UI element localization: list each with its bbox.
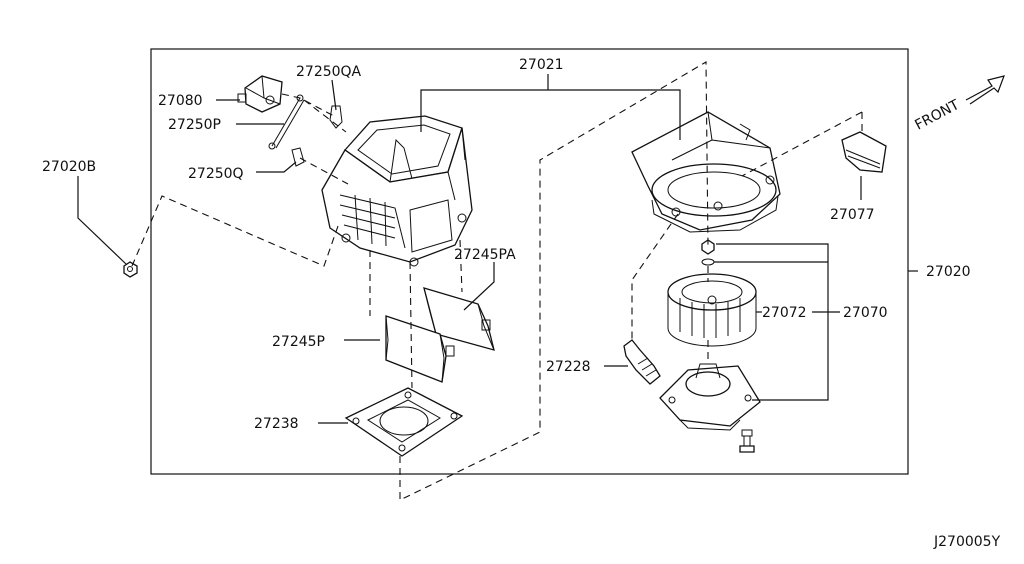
callout-27245PA: 27245PA bbox=[454, 247, 516, 263]
blower-case bbox=[631, 111, 781, 233]
leader-lines bbox=[77, 74, 918, 424]
callout-27238: 27238 bbox=[254, 416, 299, 432]
cooling-hose bbox=[623, 339, 661, 385]
nut bbox=[123, 261, 138, 278]
flap-door-upper bbox=[423, 287, 495, 351]
screw bbox=[739, 429, 755, 453]
reference-code: J270005Y bbox=[933, 534, 1001, 550]
callout-27077: 27077 bbox=[830, 207, 875, 223]
blower-fan bbox=[667, 273, 757, 347]
callout-27070: 27070 bbox=[843, 305, 888, 321]
callout-27072: 27072 bbox=[762, 305, 807, 321]
callout-27250P: 27250P bbox=[168, 117, 221, 133]
callout-27250QA: 27250QA bbox=[296, 64, 362, 80]
washer bbox=[701, 258, 715, 266]
callout-27250Q: 27250Q bbox=[188, 166, 244, 182]
intake-housing bbox=[321, 115, 473, 267]
callout-27021: 27021 bbox=[519, 57, 564, 73]
flap-door-lower bbox=[385, 315, 455, 383]
callout-27080: 27080 bbox=[158, 93, 203, 109]
callout-27020B: 27020B bbox=[42, 159, 96, 175]
link-rod bbox=[268, 94, 305, 150]
callout-27245P: 27245P bbox=[272, 334, 325, 350]
callout-27228: 27228 bbox=[546, 359, 591, 375]
front-arrow-icon bbox=[965, 75, 1005, 105]
blower-motor bbox=[659, 363, 761, 431]
filter-part bbox=[841, 131, 887, 173]
clip-qa bbox=[329, 105, 343, 129]
assembly-frame bbox=[150, 48, 909, 475]
front-label: FRONT bbox=[912, 97, 962, 134]
gasket bbox=[344, 387, 464, 457]
assembly-dashed-lines bbox=[131, 61, 863, 501]
clip-q bbox=[291, 147, 305, 167]
callout-27020: 27020 bbox=[926, 264, 971, 280]
actuator-motor bbox=[237, 75, 283, 113]
